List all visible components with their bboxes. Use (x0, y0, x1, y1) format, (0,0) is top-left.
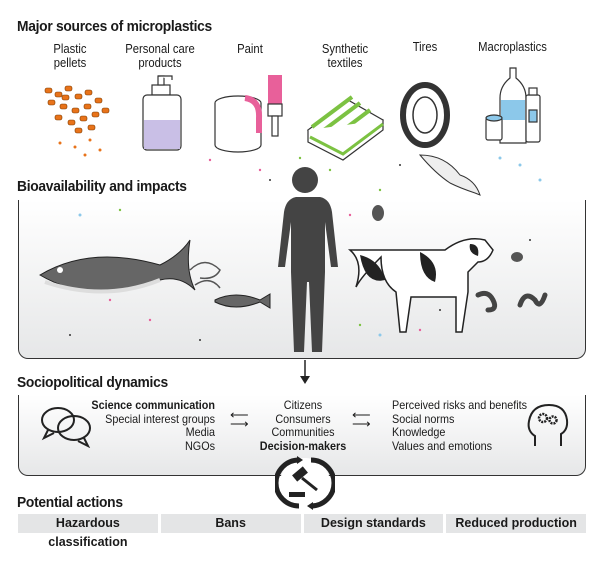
source-label-paint: Paint (237, 42, 263, 56)
worms-icon (475, 290, 548, 313)
actions-bar: Hazardous classification Bans Design sta… (18, 514, 586, 549)
human-silhouette-icon (278, 167, 338, 352)
sources-title: Major sources of microplastics (17, 18, 212, 35)
microplastic-particles (69, 156, 542, 341)
actions-title: Potential actions (17, 494, 123, 511)
head-gears-icon (527, 403, 569, 446)
gavel-cycle-icon (275, 456, 335, 510)
pellets-icon (44, 85, 110, 157)
shrimp-icon (189, 261, 221, 289)
action-hazardous-classification: Hazardous classification (18, 514, 158, 549)
textiles-icon (306, 95, 385, 161)
paint-can-icon (214, 75, 283, 153)
down-arrow-icon (300, 360, 310, 384)
action-design-standards: Design standards (303, 514, 444, 533)
source-label-tires: Tires (412, 40, 438, 54)
bio-title: Bioavailability and impacts (17, 178, 187, 195)
bottles-icon (485, 67, 541, 144)
bee-icon (372, 205, 523, 262)
seagull-icon (418, 154, 481, 196)
action-reduced-production: Reduced production (446, 514, 586, 533)
source-label-macroplastics: Macroplastics (478, 40, 547, 54)
tire-icon (400, 82, 450, 148)
socio-title: Sociopolitical dynamics (17, 374, 168, 391)
tuna-icon (39, 239, 196, 294)
cow-icon (347, 238, 494, 333)
action-bans: Bans (160, 514, 301, 533)
exchange-arrows-right-icon: ⟵⟶ (352, 407, 371, 431)
speech-bubbles-icon (41, 407, 91, 448)
exchange-arrows-left-icon: ⟵⟶ (230, 407, 249, 431)
small-fish-icon (214, 293, 271, 309)
soap-bottle-icon (142, 75, 182, 151)
